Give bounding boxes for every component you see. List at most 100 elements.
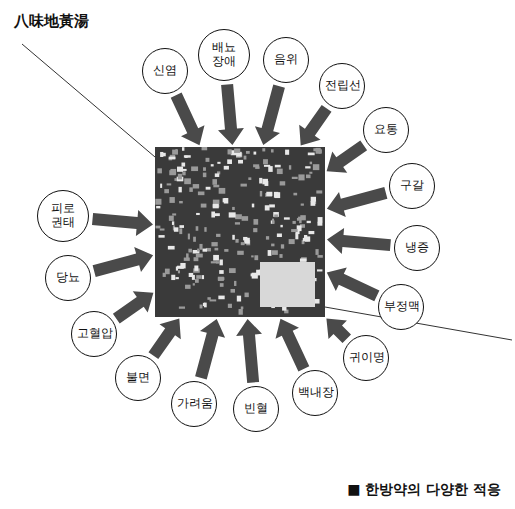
photo-speck — [202, 147, 208, 150]
photo-speck — [213, 204, 219, 208]
arrow — [236, 319, 262, 383]
photo-speck — [156, 206, 160, 208]
symptom-label: 신염 — [153, 64, 177, 78]
photo-speck — [176, 277, 179, 279]
photo-speck — [263, 159, 268, 164]
photo-speck — [306, 175, 311, 179]
photo-speck — [219, 270, 224, 274]
photo-speck — [293, 193, 297, 196]
photo-speck — [171, 275, 175, 280]
photo-speck — [169, 197, 174, 203]
photo-speck — [194, 265, 198, 270]
photo-speck — [193, 184, 199, 188]
photo-speck — [179, 228, 182, 234]
photo-speck — [184, 178, 191, 184]
photo-speck — [241, 242, 245, 245]
photo-speck — [297, 218, 299, 221]
photo-speck — [220, 283, 224, 287]
photo-speck — [185, 285, 191, 289]
symptom-label: 피로 권태 — [46, 202, 80, 230]
photo-speck — [179, 306, 185, 308]
photo-speck — [206, 187, 211, 190]
photo-speck — [218, 296, 224, 300]
symptom-label: 빈혈 — [244, 402, 268, 416]
symptom-label: 가려움 — [177, 397, 211, 411]
photo-speck — [292, 177, 298, 179]
photo-speck — [193, 283, 195, 285]
photo-speck — [216, 261, 220, 263]
photo-speck — [213, 255, 219, 261]
symptom-circle: 배뇨 장애 — [198, 29, 250, 81]
symptom-circle: 불면 — [115, 355, 161, 401]
photo-speck — [315, 249, 318, 255]
photo-highlight — [260, 262, 315, 307]
photo-speck — [253, 164, 259, 167]
photo-speck — [293, 221, 296, 224]
photo-speck — [301, 203, 304, 205]
photo-speck — [174, 227, 179, 231]
photo-speck — [172, 150, 178, 155]
photo-speck — [181, 163, 185, 167]
photo-speck — [191, 166, 198, 171]
photo-speck — [184, 155, 191, 157]
photo-speck — [254, 255, 258, 260]
photo-speck — [237, 251, 244, 255]
photo-speck — [218, 277, 224, 281]
photo-speck — [169, 157, 176, 160]
photo-speck — [260, 191, 262, 197]
photo-speck — [307, 221, 311, 223]
photo-speck — [234, 281, 236, 286]
photo-speck — [213, 200, 220, 204]
arrow — [326, 318, 351, 343]
photo-speck — [253, 219, 258, 225]
photo-speck — [182, 171, 185, 175]
arrow — [276, 319, 310, 372]
photo-speck — [179, 187, 182, 193]
photo-speck — [316, 190, 322, 193]
photo-speck — [271, 149, 274, 152]
symptom-circle: 부정맥 — [378, 284, 424, 330]
photo-speck — [251, 255, 253, 257]
arrow — [92, 210, 153, 236]
callout-line — [22, 44, 155, 157]
photo-speck — [155, 226, 160, 229]
photo-speck — [241, 184, 247, 187]
photo-speck — [155, 199, 161, 205]
photo-speck — [272, 219, 274, 224]
photo-speck — [246, 151, 250, 154]
photo-speck — [279, 254, 282, 258]
symptom-label: 냉증 — [405, 241, 429, 255]
caption: ■ 한방약의 다양한 적응 — [345, 481, 503, 499]
photo-speck — [213, 204, 220, 207]
photo-speck — [216, 234, 220, 237]
photo-speck — [210, 299, 217, 301]
photo-speck — [160, 184, 162, 188]
arrow — [195, 319, 225, 380]
photo-speck — [178, 174, 182, 180]
photo-speck — [174, 178, 176, 181]
photo-speck — [186, 253, 189, 258]
photo-speck — [308, 231, 314, 234]
symptom-circle: 고혈압 — [71, 311, 117, 357]
arrow — [218, 84, 244, 145]
photo-speck — [203, 173, 206, 178]
photo-speck — [197, 249, 199, 252]
photo-speck — [285, 150, 289, 155]
symptom-circle: 백내장 — [292, 370, 338, 416]
photo-speck — [272, 250, 278, 255]
symptom-circle: 가려움 — [171, 381, 217, 427]
photo-speck — [266, 236, 269, 239]
photo-speck — [164, 189, 169, 193]
photo-speck — [269, 204, 275, 207]
arrow — [171, 93, 205, 146]
photo-speck — [211, 212, 215, 218]
photo-speck — [241, 306, 244, 309]
photo-speck — [232, 207, 235, 210]
photo-speck — [196, 226, 199, 231]
photo-speck — [200, 305, 203, 309]
photo-speck — [170, 169, 176, 174]
photo-speck — [311, 201, 316, 206]
photo-speck — [196, 254, 203, 258]
photo-speck — [224, 198, 229, 204]
photo-speck — [182, 147, 184, 151]
